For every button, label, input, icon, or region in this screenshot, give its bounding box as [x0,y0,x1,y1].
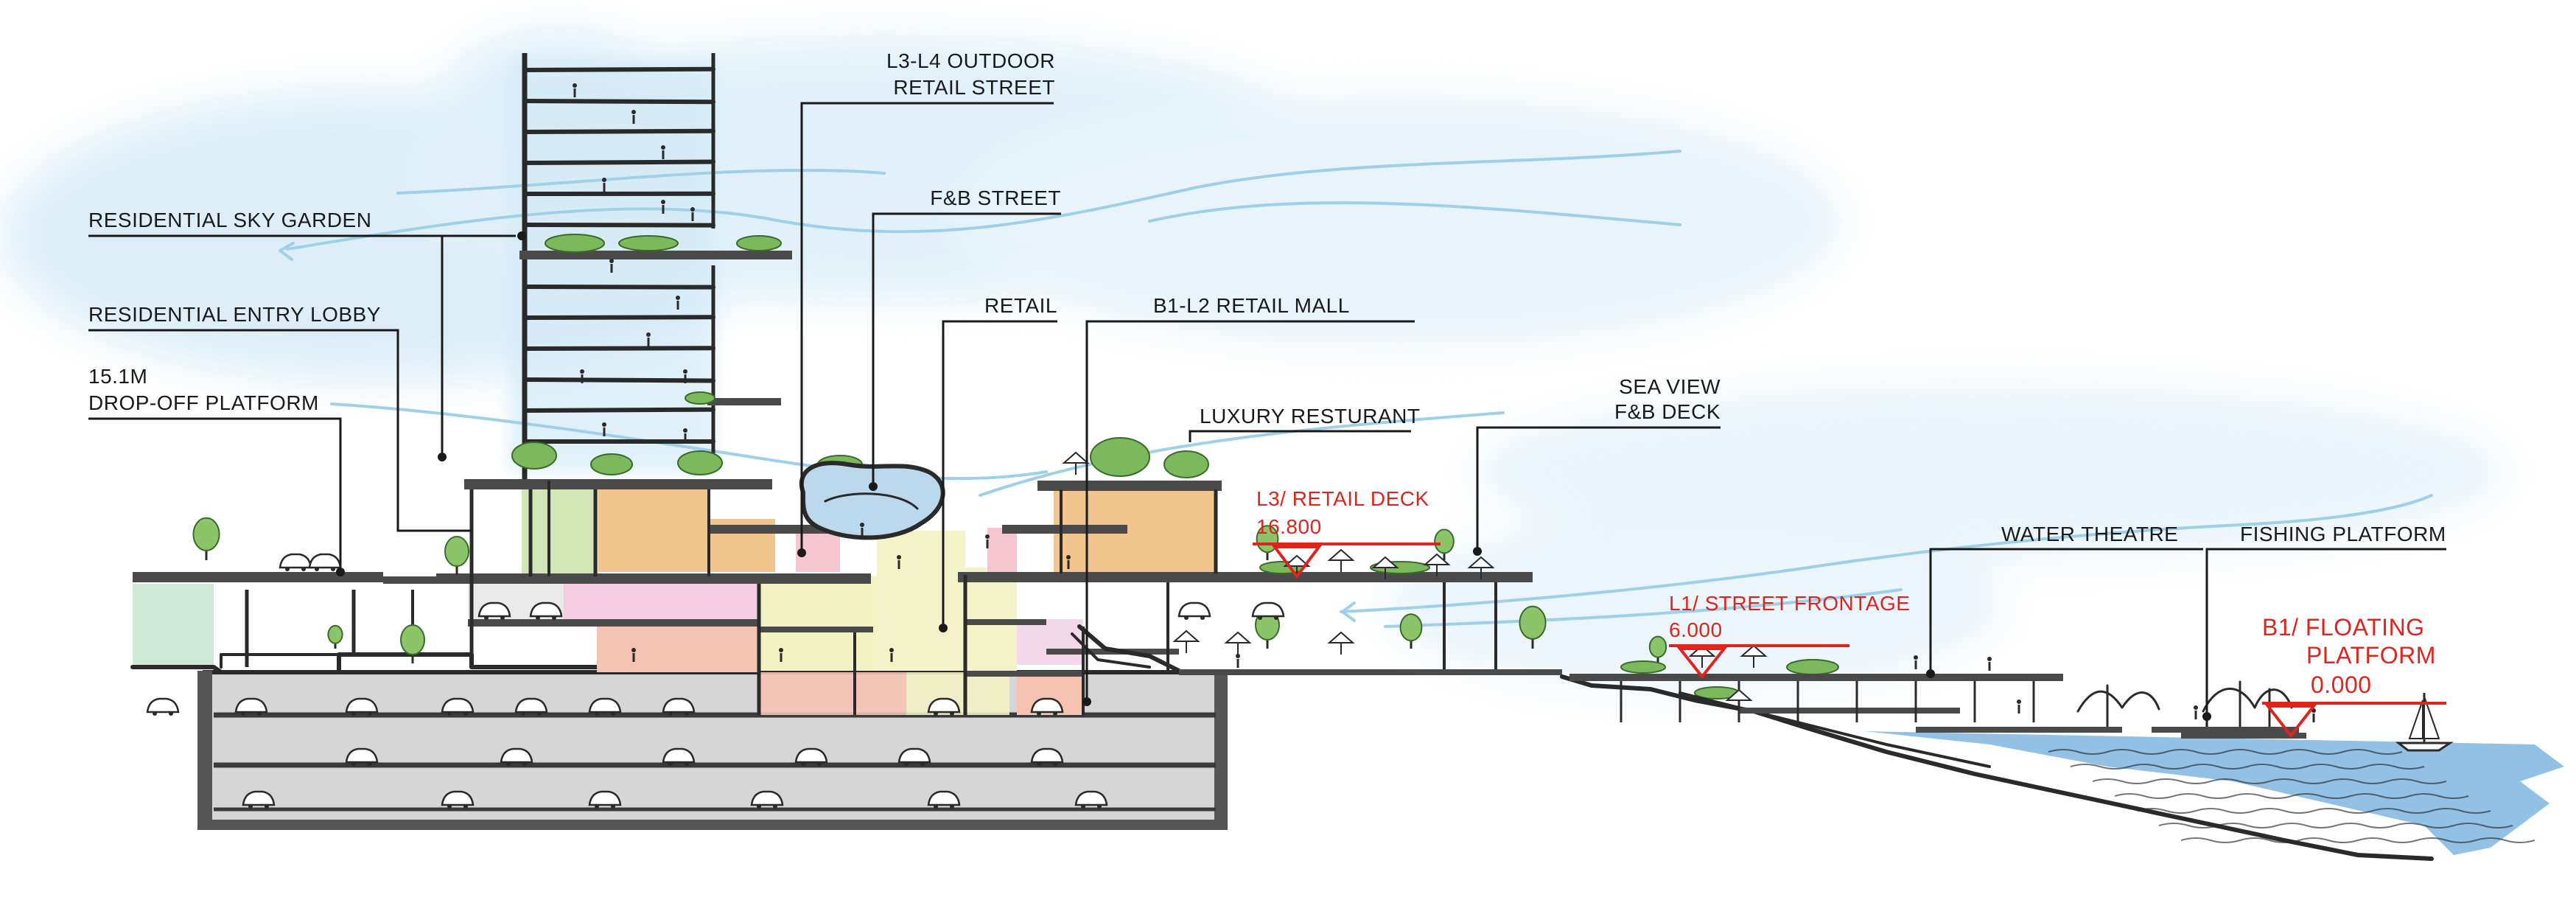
shrub-icon [591,454,632,475]
level-b1-name-1: B1/ FLOATING [2262,614,2425,641]
sailboat-icon [2398,693,2450,750]
shrub-icon [737,236,781,251]
shrub-icon [1091,438,1149,476]
tree-icon [193,518,219,560]
label-water-theatre: WATER THEATRE [2001,523,2178,545]
shrub-icon [619,236,678,251]
tree-icon [328,626,342,649]
label-fishing-platform: FISHING PLATFORM [2240,523,2446,545]
label-fb-street: F&B STREET [930,186,1061,209]
tree-icon [401,625,424,663]
umbrella-icon [1329,550,1353,572]
shrub-icon [1621,661,1665,673]
level-b1-name-2: PLATFORM [2306,642,2436,669]
shrub-icon [512,442,556,469]
umbrella-icon [1329,632,1353,655]
car-icon [309,554,340,571]
label-outdoor-retail-street-1: L3-L4 OUTDOOR [886,49,1055,72]
label-residential-sky-garden: RESIDENTIAL SKY GARDEN [88,209,371,231]
level-l1-value: 6.000 [1669,618,1723,641]
umbrella-icon [1226,632,1250,655]
shrub-icon [1787,660,1838,674]
level-l3-name: L3/ RETAIL DECK [1256,487,1429,510]
shrub-icon [545,234,604,252]
label-outdoor-retail-street-2: RETAIL STREET [893,76,1055,99]
fishing-nets [2078,682,2292,726]
shrub-icon [685,392,715,404]
label-retail-mall: B1-L2 RETAIL MALL [1153,294,1350,317]
label-sea-view-2: F&B DECK [1614,400,1721,423]
shrub-icon [678,451,722,475]
label-dropoff-1: 15.1M [88,365,147,388]
label-residential-entry-lobby: RESIDENTIAL ENTRY LOBBY [88,303,381,326]
person-icon [1987,657,1992,671]
person-icon [2194,705,2198,719]
label-luxury-restaurant: LUXURY RESTURANT [1200,405,1420,428]
person-icon [1236,654,1240,668]
person-icon [2017,700,2021,714]
umbrella-icon [1064,453,1088,475]
waterfront [1562,674,2564,859]
sky-wash [0,29,2505,693]
label-sea-view-1: SEA VIEW [1619,375,1721,398]
level-l1-name: L1/ STREET FRONTAGE [1669,592,1910,615]
car-icon [280,554,311,571]
left-landscape-wall [133,584,214,665]
label-retail: RETAIL [984,294,1057,317]
level-l3-value: 16.800 [1256,515,1322,538]
shrub-icon [1164,451,1208,478]
level-b1-value: 0.000 [2311,671,2372,698]
label-dropoff-2: DROP-OFF PLATFORM [88,391,319,414]
tree-icon [445,537,469,575]
car-icon [1179,603,1210,620]
car-icon [147,699,178,716]
